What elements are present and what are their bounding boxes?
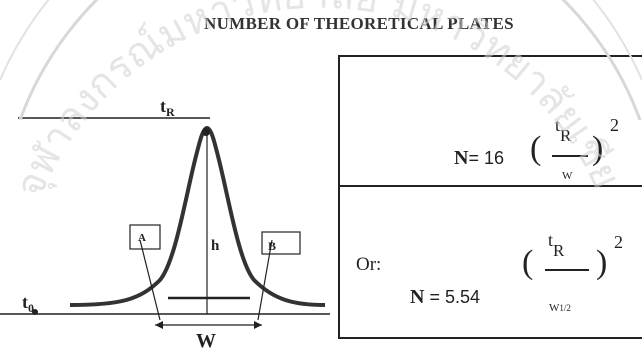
formula2-numerator: tR bbox=[548, 230, 565, 260]
formula2-paren-right: ) bbox=[596, 244, 608, 281]
formula2-fraction-line bbox=[545, 269, 589, 271]
t0-marker bbox=[32, 309, 38, 315]
formula1-paren-right: ) bbox=[592, 130, 604, 167]
tangent-left bbox=[139, 239, 161, 321]
formula2-expression: N = 5.54 bbox=[410, 286, 480, 308]
width-arrow-left bbox=[155, 321, 163, 329]
formula2-exponent: 2 bbox=[614, 232, 623, 252]
tangent-right bbox=[257, 239, 273, 321]
label-box-A bbox=[129, 224, 161, 250]
peak-marker bbox=[202, 128, 210, 136]
chromatogram-diagram bbox=[0, 117, 330, 329]
width-arrow-right bbox=[254, 321, 262, 329]
gaussian-peak bbox=[69, 125, 326, 307]
W-label: W bbox=[196, 330, 216, 352]
formula-box-2 bbox=[338, 185, 642, 339]
formula1-paren-left: ( bbox=[530, 130, 542, 167]
label-box-B bbox=[261, 231, 301, 255]
formula1-fraction-line bbox=[552, 155, 588, 157]
A-label: A bbox=[138, 232, 146, 244]
formula2-denominator: W1/2 bbox=[549, 302, 571, 314]
formula1-numerator: tR bbox=[555, 115, 572, 145]
formula2-paren-left: ( bbox=[522, 244, 534, 281]
formula1-denominator: W bbox=[562, 170, 573, 182]
formula2-prefix: Or: bbox=[356, 254, 382, 275]
B-label: B bbox=[268, 239, 277, 253]
tR-label: tR bbox=[160, 96, 175, 119]
t0-label: t0 bbox=[22, 292, 34, 315]
formula1-expression: N= 16 bbox=[454, 147, 504, 169]
h-label: h bbox=[211, 238, 220, 254]
formula1-exponent: 2 bbox=[610, 115, 619, 135]
